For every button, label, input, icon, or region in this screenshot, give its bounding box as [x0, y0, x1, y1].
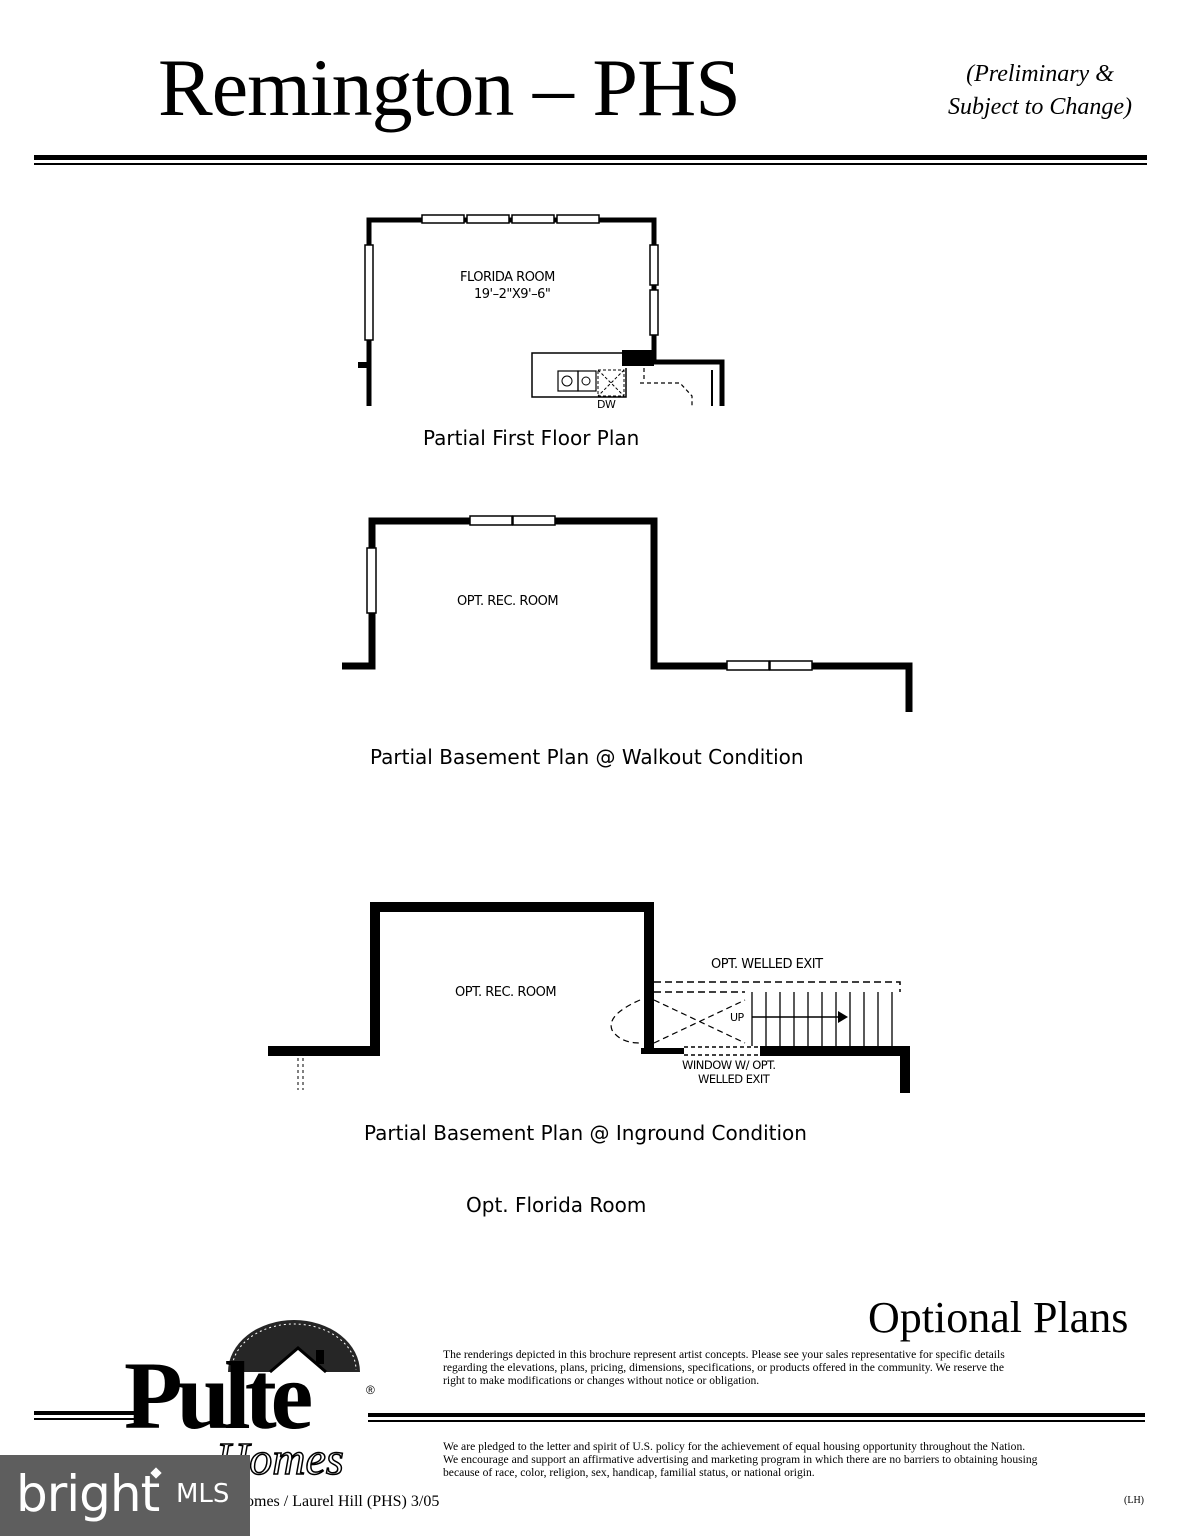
optional-plans-heading: Optional Plans [868, 1293, 1129, 1342]
preliminary-note-line2: Subject to Change) [948, 94, 1132, 120]
footer-rule-right-thick [368, 1413, 1145, 1417]
florida-room-size: 19'–2"X9'–6" [474, 287, 551, 302]
footer-rule-right-thin [368, 1420, 1145, 1422]
first-floor-caption: Partial First Floor Plan [423, 426, 640, 450]
pulte-wordmark: Pulte [124, 1342, 312, 1449]
header-rule-thin [34, 163, 1147, 165]
header-rule-thick [34, 155, 1147, 160]
disclaimer-text: The renderings depicted in this brochure… [443, 1348, 1005, 1387]
section-caption: Opt. Florida Room [466, 1193, 647, 1217]
dishwasher-label: DW [597, 398, 616, 411]
walkout-basement-plan [342, 515, 913, 712]
welled-exit-label: OPT. WELLED EXIT [711, 957, 823, 972]
inground-rec-room-label: OPT. REC. ROOM [455, 985, 557, 1000]
pulte-homes-logo: Pulte ® Homes [124, 1320, 375, 1480]
footer-rule-left-thick [34, 1411, 142, 1415]
equal-housing-text: We are pledged to the letter and spirit … [443, 1440, 1038, 1479]
walkout-caption: Partial Basement Plan @ Walkout Conditio… [370, 745, 804, 769]
preliminary-note-line1: (Preliminary & [966, 61, 1114, 87]
preliminary-note: (Preliminary & Subject to Change) [940, 58, 1140, 124]
registered-mark: ® [366, 1383, 375, 1397]
walkout-rec-room-label: OPT. REC. ROOM [457, 594, 559, 609]
footer-rule-left-thin [34, 1418, 142, 1420]
mls-label: MLS [176, 1479, 230, 1509]
inground-caption: Partial Basement Plan @ Inground Conditi… [364, 1121, 807, 1145]
inground-basement-plan [268, 902, 910, 1093]
footer-credit: omes / Laurel Hill (PHS) 3/05 [246, 1493, 440, 1510]
window-label-line1: WINDOW W/ OPT. [682, 1058, 776, 1072]
window-label-line2: WELLED EXIT [698, 1072, 770, 1086]
bright-wordmark: bright [16, 1465, 160, 1523]
stair-up-label: UP [730, 1011, 744, 1024]
page-code: (LH) [1124, 1495, 1144, 1506]
first-floor-plan [358, 214, 725, 406]
bright-mls-watermark: bright MLS [0, 1455, 250, 1536]
florida-room-label: FLORIDA ROOM [460, 270, 555, 285]
page-title: Remington – PHS [158, 42, 741, 133]
